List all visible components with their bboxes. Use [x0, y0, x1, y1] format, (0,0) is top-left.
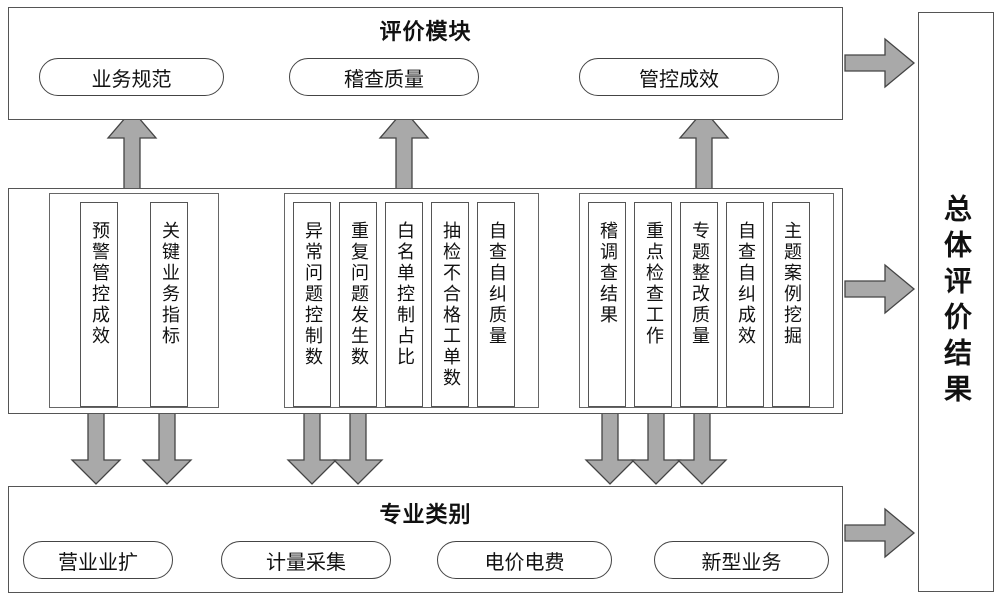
indicator-group-3: 稽调查结果 重点检查工作 专题整改质量 自查自纠成效 主题案例挖掘 [579, 193, 834, 408]
evaluation-module-title: 评价模块 [379, 20, 472, 45]
category-item-business-expansion: 营业业扩 [23, 541, 173, 579]
indicator-column: 自查自纠质量 [477, 202, 515, 407]
eval-item-audit-quality: 稽查质量 [289, 58, 479, 96]
eval-item-business-norms: 业务规范 [39, 58, 224, 96]
categories-module-title: 专业类别 [379, 503, 472, 528]
indicator-column: 重点检查工作 [634, 202, 672, 407]
right-arrow-3 [844, 507, 916, 559]
indicator-group-2: 异常问题控制数 重复问题发生数 白名单控制占比 抽检不合格工单数 自查自纠质量 [284, 193, 539, 408]
indicator-column: 抽检不合格工单数 [431, 202, 469, 407]
indicator-column: 异常问题控制数 [293, 202, 331, 407]
indicator-column: 预警管控成效 [80, 202, 118, 407]
category-item-metering: 计量采集 [221, 541, 391, 579]
eval-item-control-effect: 管控成效 [579, 58, 779, 96]
up-arrow-1 [106, 109, 158, 193]
categories-module: 专业类别 营业业扩 计量采集 电价电费 新型业务 [8, 486, 843, 593]
indicator-column: 重复问题发生数 [339, 202, 377, 407]
right-arrow-2 [844, 263, 916, 315]
indicator-column: 自查自纠成效 [726, 202, 764, 407]
right-arrow-1 [844, 37, 916, 89]
indicator-column: 白名单控制占比 [385, 202, 423, 407]
indicator-column: 关键业务指标 [150, 202, 188, 407]
up-arrow-2 [378, 109, 430, 193]
up-arrow-3 [678, 109, 730, 193]
indicator-group-1: 预警管控成效 关键业务指标 [49, 193, 219, 408]
category-item-new-business: 新型业务 [654, 541, 829, 579]
indicator-column: 专题整改质量 [680, 202, 718, 407]
indicator-panel: 预警管控成效 关键业务指标 异常问题控制数 重复问题发生数 白名单控制占比 抽检… [8, 188, 843, 414]
evaluation-module: 评价模块 业务规范 稽查质量 管控成效 [8, 7, 843, 120]
indicator-column: 主题案例挖掘 [772, 202, 810, 407]
indicator-column: 稽调查结果 [588, 202, 626, 407]
category-item-electricity-price: 电价电费 [437, 541, 612, 579]
overall-result-label: 总体评价结果 [940, 194, 973, 410]
overall-result: 总体评价结果 [918, 12, 994, 592]
